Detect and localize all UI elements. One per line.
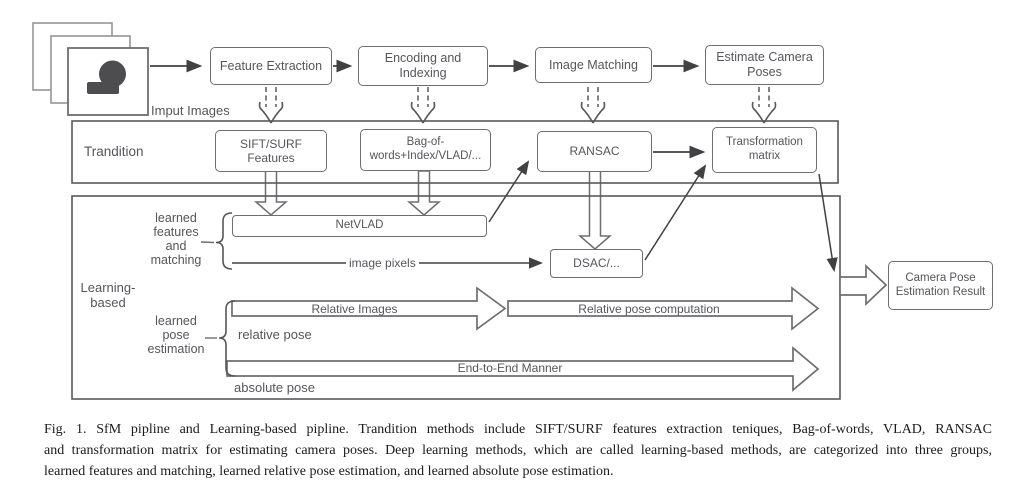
brace-tick-learned-features	[200, 241, 215, 244]
absolute-pose-label: absolute pose	[234, 380, 315, 395]
block-arrow-ransac-to-dsac	[577, 170, 613, 250]
relative-pose-computation-arrow	[507, 286, 820, 331]
arrow-netvlad-to-ransac	[488, 160, 530, 223]
dashed-arrow-image-matching	[580, 87, 606, 124]
sift-surf-box: SIFT/SURF Features	[215, 130, 327, 172]
tradition-container	[71, 120, 839, 184]
netvlad-box: NetVLAD	[232, 215, 487, 237]
bag-of-words-box: Bag-of- words+Index/VLAD/...	[360, 129, 491, 171]
input-images-label: Imput Images	[151, 103, 230, 118]
end-to-end-arrow-label: End-to-End Manner	[457, 361, 563, 375]
input-images-icon	[32, 22, 149, 116]
feature-extraction-box: Feature Extraction	[210, 47, 332, 85]
learning-based-label: Learning- based	[80, 280, 136, 310]
arrow-dsac-to-transformation	[644, 164, 707, 261]
image-pixels-label: image pixels	[346, 256, 419, 270]
brace-learned-pose	[218, 300, 236, 377]
caption-line: learned features and matching, learned r…	[44, 464, 614, 479]
relative-images-arrow	[231, 286, 507, 331]
caption-line: and transformation matrix for estimating…	[44, 443, 992, 458]
ransac-box: RANSAC	[537, 131, 652, 172]
image-blob-icon	[87, 60, 126, 94]
brace-learned-features	[215, 212, 233, 270]
encoding-indexing-box: Encoding and Indexing	[358, 46, 488, 86]
learned-features-label: learned features and matching	[150, 211, 202, 267]
caption-line: Fig. 1. SfM pipline and Learning-based p…	[44, 422, 992, 437]
relative-pose-label: relative pose	[238, 327, 312, 342]
camera-pose-result-box: Camera Pose Estimation Result	[888, 261, 993, 310]
dashed-arrow-estimate-poses	[751, 87, 777, 124]
dsac-box: DSAC/...	[550, 249, 643, 278]
image-matching-box: Image Matching	[535, 47, 652, 83]
output-arrow	[839, 264, 888, 306]
tradition-label: Trandition	[84, 144, 144, 159]
learned-pose-label: learned pose estimation	[147, 314, 205, 356]
arrow-transformation-to-output	[818, 173, 838, 273]
relative-pose-computation-arrow-label: Relative pose computation	[578, 301, 720, 316]
block-arrow-sift-to-netvlad	[253, 170, 289, 216]
block-arrow-bagofwords-to-netvlad	[406, 170, 442, 216]
transformation-matrix-box: Transformation matrix	[712, 127, 817, 173]
dashed-arrow-encoding-indexing	[410, 87, 436, 124]
estimate-camera-poses-box: Estimate Camera Poses	[705, 45, 824, 85]
dashed-arrow-feature-extraction	[258, 87, 284, 124]
figure-caption: Fig. 1. SfM pipline and Learning-based p…	[44, 419, 992, 482]
end-to-end-arrow	[226, 346, 820, 392]
learning-container	[71, 195, 841, 400]
relative-images-arrow-label: Relative Images	[311, 301, 398, 316]
